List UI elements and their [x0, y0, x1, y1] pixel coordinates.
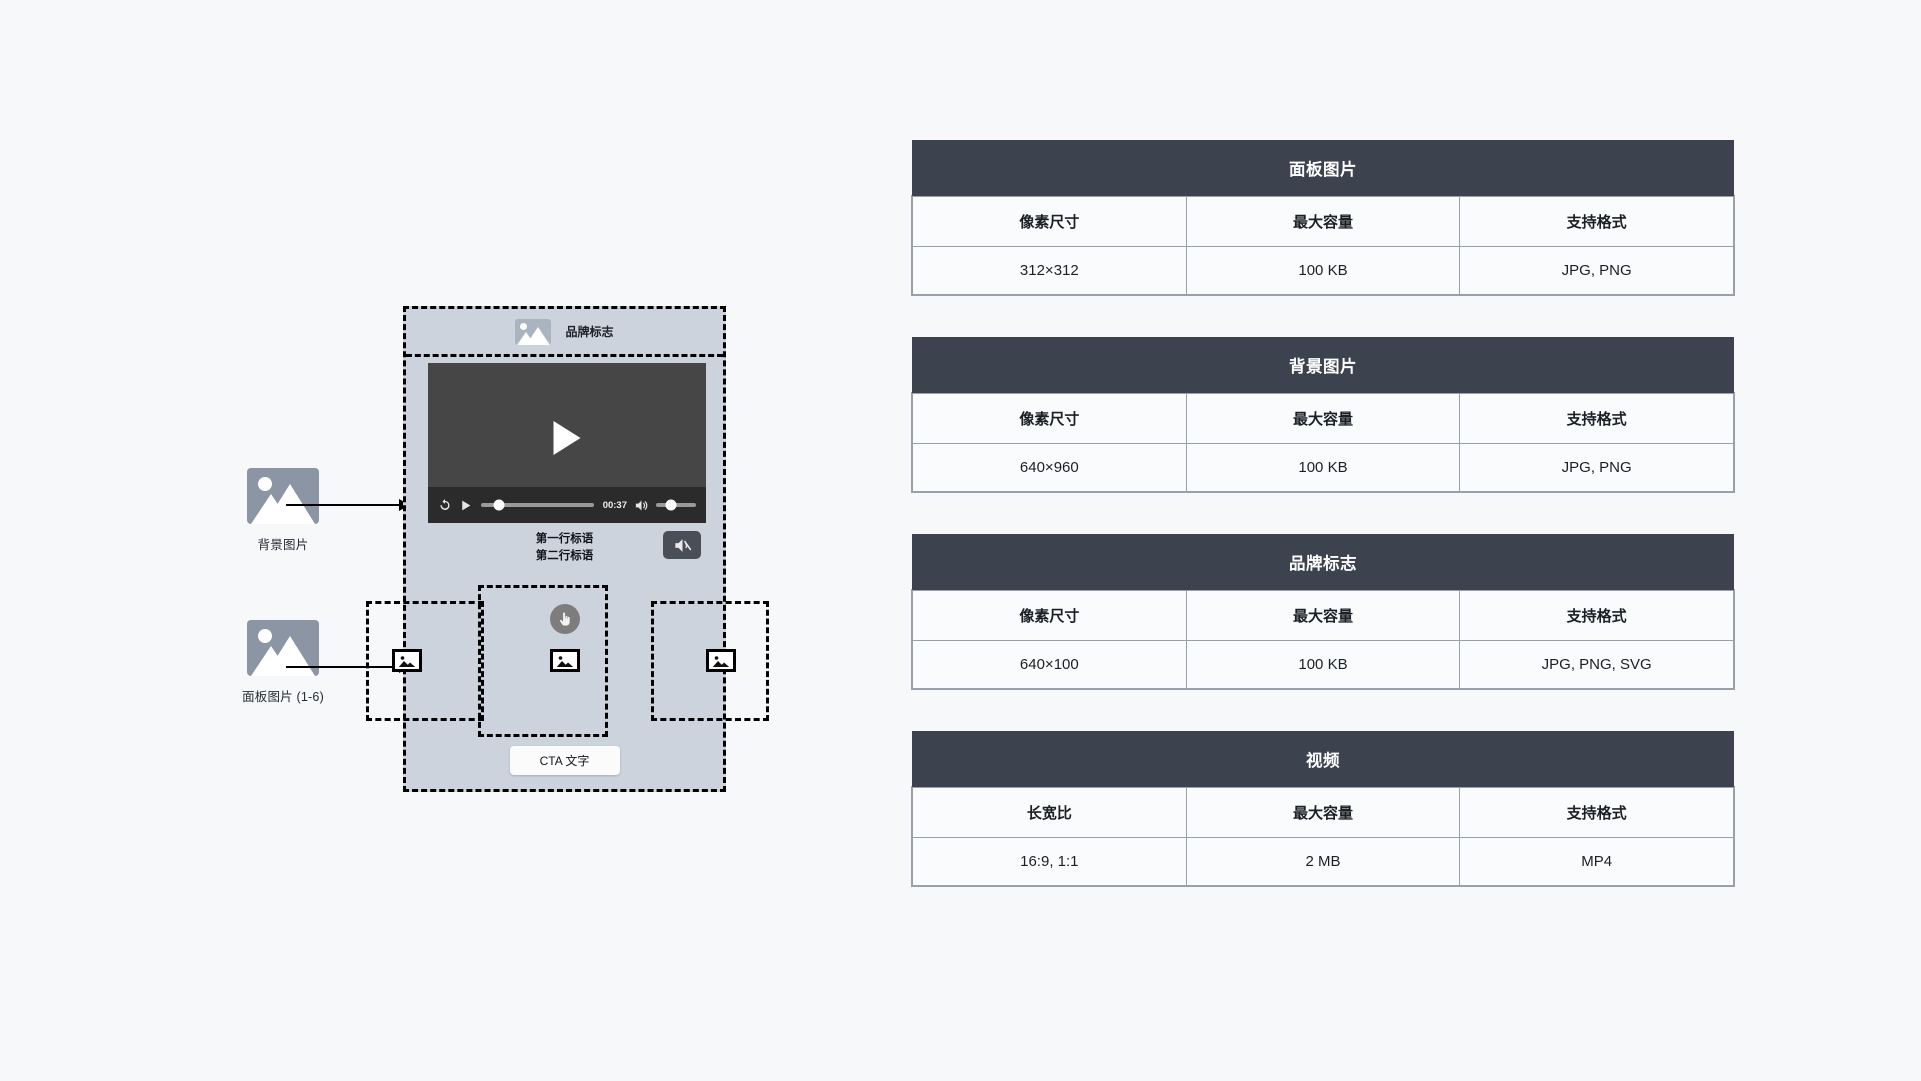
spec-table-background-image: 背景图片 像素尺寸 最大容量 支持格式 640×960 100 KB JPG, … — [912, 337, 1734, 492]
arrow-background-to-phone — [286, 499, 410, 511]
brand-logo-label: 品牌标志 — [565, 325, 614, 339]
column-header: 像素尺寸 — [912, 196, 1187, 247]
spec-table-video: 视频 长宽比 最大容量 支持格式 16:9, 1:1 2 MB MP4 — [912, 731, 1734, 886]
image-placeholder-icon — [392, 649, 422, 672]
table-cell: 100 KB — [1185, 246, 1461, 295]
click-hand-icon — [549, 604, 580, 634]
headline-line-1: 第一行标语 — [535, 533, 594, 545]
image-placeholder-icon — [515, 318, 552, 345]
table-header-row: 像素尺寸 最大容量 支持格式 — [912, 590, 1734, 641]
column-header: 像素尺寸 — [912, 393, 1187, 444]
column-header: 像素尺寸 — [912, 590, 1187, 641]
column-header: 最大容量 — [1185, 787, 1461, 838]
asset-label: 背景图片 — [257, 538, 309, 552]
column-header: 长宽比 — [912, 787, 1187, 838]
table-row: 640×100 100 KB JPG, PNG, SVG — [912, 640, 1734, 689]
mute-button[interactable] — [663, 531, 701, 559]
table-title: 品牌标志 — [912, 534, 1734, 590]
video-progress-slider[interactable] — [481, 499, 594, 511]
table-header-row: 像素尺寸 最大容量 支持格式 — [912, 196, 1734, 247]
table-cell: 312×312 — [912, 246, 1187, 295]
carousel-panel-current[interactable] — [478, 585, 608, 737]
progress-knob[interactable] — [493, 499, 505, 511]
table-title: 面板图片 — [912, 140, 1734, 196]
image-placeholder-icon — [549, 649, 580, 672]
video-time-label: 00:37 — [602, 499, 627, 511]
asset-label: 面板图片 (1-6) — [242, 690, 324, 704]
brand-logo-row: 品牌标志 — [406, 309, 723, 357]
table-cell: MP4 — [1459, 837, 1734, 886]
volume-muted-icon — [674, 538, 691, 552]
volume-slider[interactable] — [656, 499, 696, 511]
phone-mockup-frame: 品牌标志 00:37 — [366, 306, 769, 792]
table-cell: 100 KB — [1185, 443, 1461, 492]
play-icon[interactable] — [553, 421, 581, 456]
column-header: 支持格式 — [1459, 590, 1734, 641]
headline-line-2: 第二行标语 — [535, 549, 594, 562]
table-cell: JPG, PNG — [1459, 443, 1734, 492]
video-player[interactable]: 00:37 — [428, 363, 706, 523]
carousel-panel-next[interactable] — [651, 601, 769, 721]
spec-table-brand-logo: 品牌标志 像素尺寸 最大容量 支持格式 640×100 100 KB JPG, … — [912, 534, 1734, 689]
volume-icon[interactable] — [634, 498, 649, 513]
table-cell: 640×960 — [912, 443, 1187, 492]
column-header: 支持格式 — [1459, 196, 1734, 247]
asset-background-image: 背景图片 — [218, 468, 348, 553]
volume-knob[interactable] — [665, 499, 677, 511]
table-row: 16:9, 1:1 2 MB MP4 — [912, 837, 1734, 886]
spec-tables: 面板图片 像素尺寸 最大容量 支持格式 312×312 100 KB JPG, … — [912, 140, 1734, 928]
column-header: 最大容量 — [1185, 196, 1461, 247]
column-header: 最大容量 — [1185, 590, 1461, 641]
table-cell: JPG, PNG, SVG — [1459, 640, 1734, 689]
creative-spec-diagram: 背景图片 面板图片 (1-6) 品牌标志 — [0, 0, 900, 1081]
replay-icon[interactable] — [438, 498, 452, 512]
spec-table-panel-image: 面板图片 像素尺寸 最大容量 支持格式 312×312 100 KB JPG, … — [912, 140, 1734, 295]
table-header-row: 像素尺寸 最大容量 支持格式 — [912, 393, 1734, 444]
image-placeholder-icon — [247, 620, 319, 676]
column-header: 支持格式 — [1459, 393, 1734, 444]
video-control-bar[interactable]: 00:37 — [428, 487, 706, 523]
table-cell: 16:9, 1:1 — [912, 837, 1187, 886]
table-cell: 100 KB — [1185, 640, 1461, 689]
carousel-panel-previous[interactable] — [366, 601, 484, 721]
column-header: 支持格式 — [1459, 787, 1734, 838]
table-row: 640×960 100 KB JPG, PNG — [912, 443, 1734, 492]
headline-block: 第一行标语 第二行标语 — [406, 531, 723, 564]
table-header-row: 长宽比 最大容量 支持格式 — [912, 787, 1734, 838]
asset-panel-image: 面板图片 (1-6) — [218, 620, 348, 705]
table-cell: JPG, PNG — [1459, 246, 1734, 295]
table-cell: 640×100 — [912, 640, 1187, 689]
image-placeholder-icon — [706, 649, 736, 672]
table-title: 背景图片 — [912, 337, 1734, 393]
table-row: 312×312 100 KB JPG, PNG — [912, 246, 1734, 295]
column-header: 最大容量 — [1185, 393, 1461, 444]
table-title: 视频 — [912, 731, 1734, 787]
play-icon[interactable] — [459, 499, 472, 512]
table-cell: 2 MB — [1185, 837, 1461, 886]
image-placeholder-icon — [247, 468, 319, 524]
cta-button[interactable]: CTA 文字 — [509, 746, 620, 775]
